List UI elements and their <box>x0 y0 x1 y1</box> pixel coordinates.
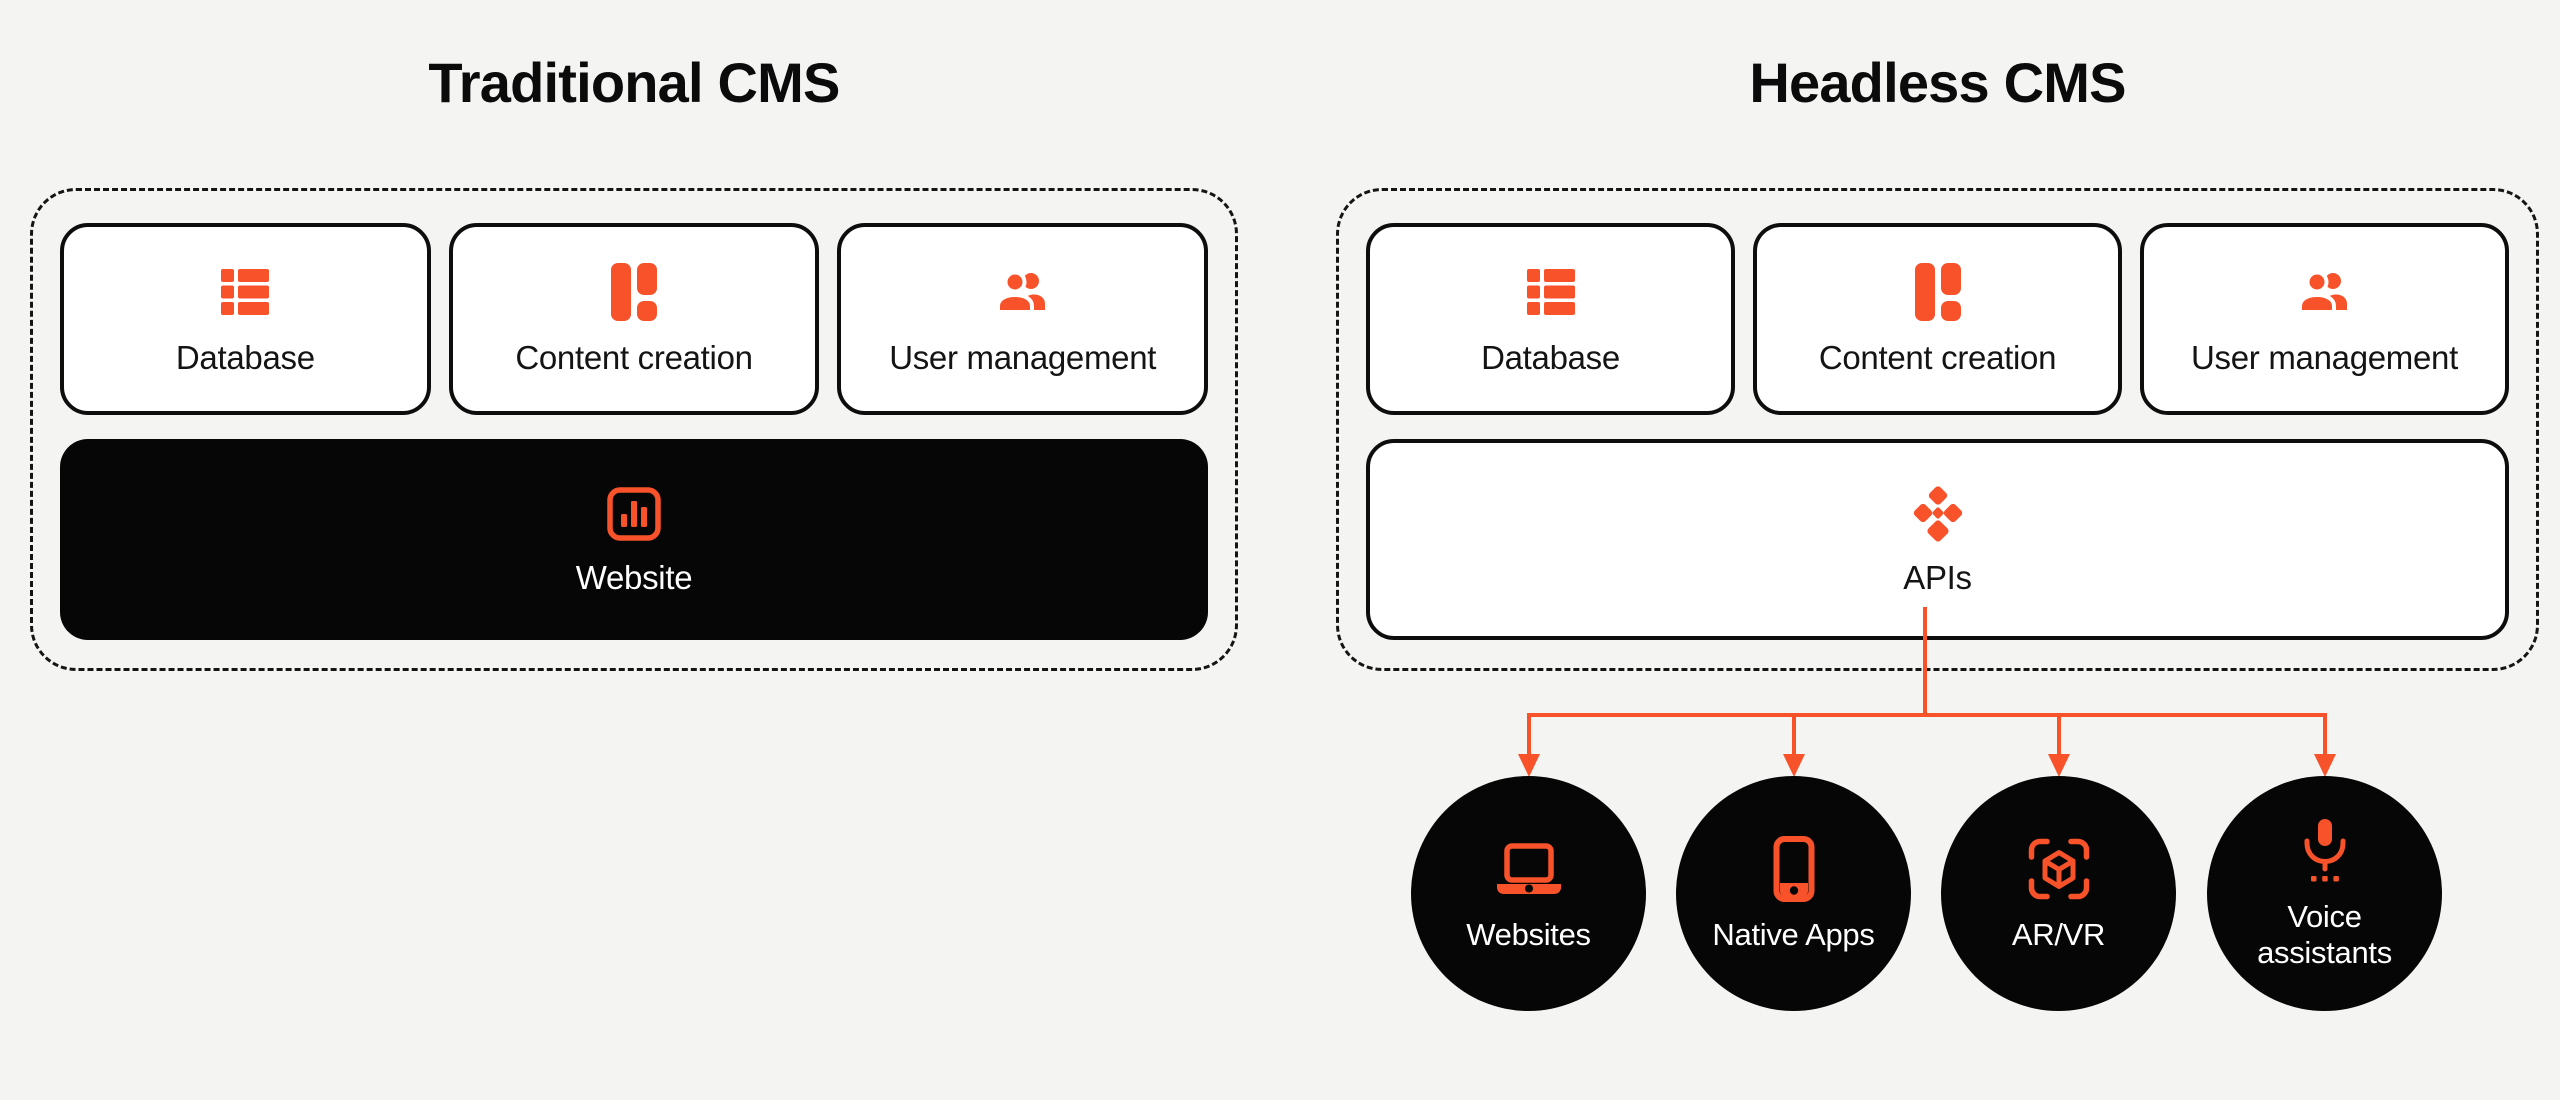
module-label: User management <box>2191 339 2458 376</box>
headless-modules-row: Database Content creation <box>1366 223 2509 415</box>
module-card-content-creation: Content creation <box>1753 223 2122 415</box>
channel-label: Native Apps <box>1712 917 1875 953</box>
channel-circle-voice-assistants: Voice assistants <box>2207 776 2442 1011</box>
user-management-icon <box>995 270 1045 314</box>
content-creation-icon <box>1914 263 1961 321</box>
api-diamond-icon <box>1913 485 1962 542</box>
module-card-user-management: User management <box>837 223 1209 415</box>
headless-cms-frame: Database Content creation <box>1336 188 2539 671</box>
website-label: Website <box>575 558 693 596</box>
laptop-icon <box>1496 843 1561 895</box>
database-icon <box>1526 269 1575 315</box>
traditional-cms-frame: Database Content creation <box>30 188 1238 671</box>
traditional-modules-row: Database Content creation <box>60 223 1209 415</box>
channel-circle-native-apps: Native Apps <box>1676 776 1911 1011</box>
channel-label: Websites <box>1466 917 1591 953</box>
channel-label: Voice assistants <box>2257 899 2392 970</box>
website-analytics-icon <box>607 486 661 541</box>
channel-circle-ar-vr: AR/VR <box>1941 776 2176 1011</box>
module-card-database: Database <box>60 223 431 415</box>
channel-circle-websites: Websites <box>1411 776 1646 1011</box>
module-label: User management <box>889 339 1157 376</box>
module-label: Database <box>175 339 315 376</box>
module-card-user-management: User management <box>2140 223 2509 415</box>
ar-vr-cube-icon <box>2028 838 2089 900</box>
module-label: Content creation <box>515 339 753 376</box>
smartphone-icon <box>1773 836 1814 903</box>
apis-block: APIs <box>1366 439 2509 640</box>
module-card-database: Database <box>1366 223 1735 415</box>
website-block: Website <box>60 439 1208 640</box>
headless-cms-title: Headless CMS <box>1749 51 2126 114</box>
module-card-content-creation: Content creation <box>448 223 820 415</box>
traditional-cms-title: Traditional CMS <box>428 51 840 114</box>
apis-label: APIs <box>1903 558 1972 596</box>
microphone-icon <box>2304 819 2345 882</box>
module-label: Database <box>1481 339 1620 376</box>
module-label: Content creation <box>1818 339 2057 376</box>
user-management-icon <box>2297 270 2347 314</box>
database-icon <box>221 269 270 315</box>
channel-label: AR/VR <box>2011 917 2106 953</box>
content-creation-icon <box>611 263 657 321</box>
